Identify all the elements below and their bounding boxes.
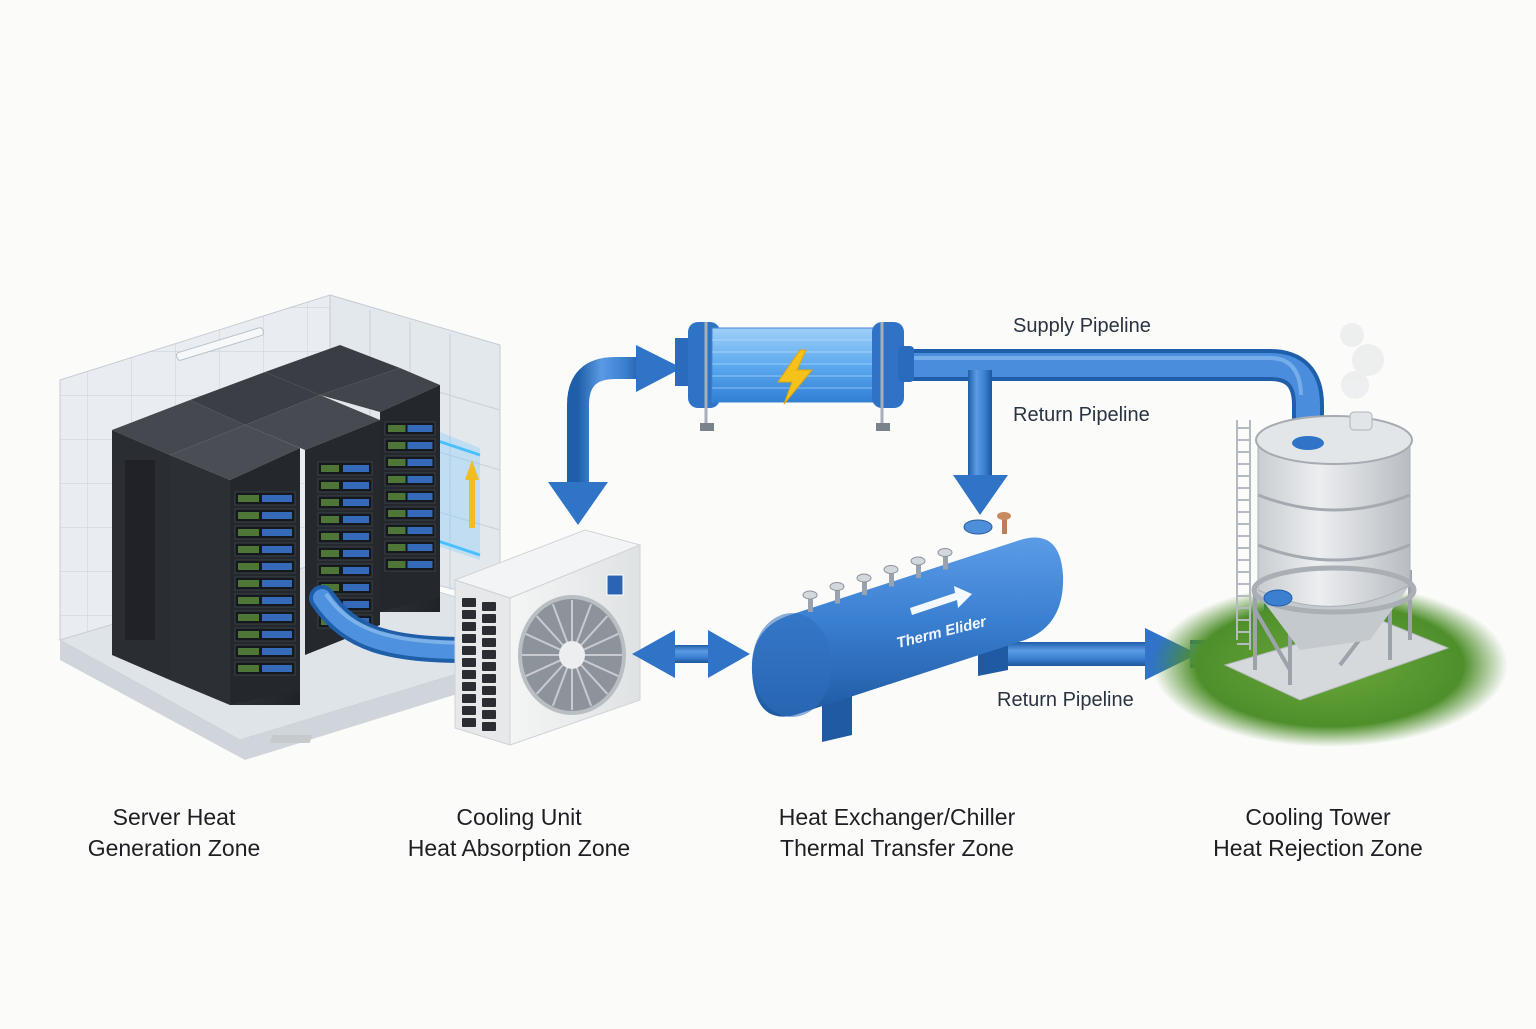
return-pipeline-upper: [968, 370, 992, 480]
server-unit: [384, 489, 436, 504]
curved-flow-arrow: [567, 357, 645, 485]
zone-label-line1: Heat Exchanger/Chiller: [778, 804, 1016, 830]
zone-label-line2: Generation Zone: [87, 835, 261, 861]
ceiling-light: [176, 327, 264, 361]
arrow-right-to-exchanger: [636, 345, 682, 392]
cooling-tower: [1152, 323, 1508, 747]
server-unit: [384, 523, 436, 538]
zone-label-line1: Cooling Tower: [1245, 804, 1391, 830]
arrow-down-to-cooling-unit: [548, 482, 608, 525]
cooling-unit: [269, 529, 642, 746]
supply-pipeline-label: Supply Pipeline: [1013, 315, 1151, 337]
server-unit: [317, 461, 373, 476]
steam-plume: [1340, 323, 1384, 399]
server-unit: [234, 542, 296, 557]
tank-valve: [802, 590, 818, 612]
zone-label-heat-exchanger: Heat Exchanger/Chiller Thermal Transfer …: [755, 802, 1039, 864]
zone-label-line2: Heat Absorption Zone: [407, 835, 631, 861]
tank-valve: [829, 582, 845, 604]
brand-badge: [606, 574, 624, 596]
tank-valve: [856, 573, 872, 595]
server-rack: [265, 345, 400, 395]
zone-label-line1: Server Heat: [112, 804, 236, 830]
return-pipeline-upper-label: Return Pipeline: [1013, 404, 1150, 426]
server-unit: [384, 506, 436, 521]
server-room: [58, 294, 501, 760]
server-unit: [317, 495, 373, 510]
zone-label-line1: Cooling Unit: [456, 804, 582, 830]
server-unit: [384, 438, 436, 453]
tank-inlet-cap: [963, 519, 993, 535]
server-unit: [234, 525, 296, 540]
zone-label-cooling-unit: Cooling Unit Heat Absorption Zone: [385, 802, 653, 864]
return-pipeline-lower-label: Return Pipeline: [997, 689, 1134, 711]
server-unit: [317, 546, 373, 561]
server-unit: [234, 593, 296, 608]
server-unit: [384, 557, 436, 572]
zone-label-line2: Heat Rejection Zone: [1213, 835, 1423, 861]
return-pipeline-lower: [1005, 642, 1165, 666]
server-unit: [234, 661, 296, 676]
server-unit: [384, 421, 436, 436]
server-unit: [384, 540, 436, 555]
pressure-valve: [997, 512, 1011, 534]
bidirectional-arrow: [632, 630, 750, 678]
server-unit: [234, 576, 296, 591]
tower-ladder: [1236, 420, 1251, 650]
heat-up-arrow-icon: [465, 460, 479, 528]
server-unit: [384, 472, 436, 487]
server-unit: [384, 455, 436, 470]
server-rack: [112, 400, 245, 680]
tank-flow-arrow-icon: [910, 586, 972, 615]
side-vent-grille: [462, 598, 496, 731]
server-unit: [317, 529, 373, 544]
server-rack: [190, 372, 320, 425]
tank-valve: [910, 556, 926, 578]
server-unit: [234, 610, 296, 625]
server-unit: [317, 478, 373, 493]
zone-label-server: Server Heat Generation Zone: [74, 802, 274, 864]
server-unit: [234, 559, 296, 574]
zone-label-line2: Thermal Transfer Zone: [780, 835, 1014, 861]
server-unit: [317, 512, 373, 527]
arrow-down-to-tank: [953, 475, 1008, 515]
heat-exchanger-cylinder: [675, 322, 914, 431]
server-unit: [234, 508, 296, 523]
lightning-bolt-icon: [777, 349, 814, 405]
chiller-tank: Therm Elider: [751, 512, 1064, 742]
tank-valve: [937, 548, 953, 570]
server-unit: [234, 644, 296, 659]
server-unit: [234, 627, 296, 642]
zone-label-cooling-tower: Cooling Tower Heat Rejection Zone: [1190, 802, 1446, 864]
condenser-fan-icon: [518, 595, 626, 715]
server-unit: [317, 563, 373, 578]
tank-valve: [883, 565, 899, 587]
server-unit: [234, 491, 296, 506]
